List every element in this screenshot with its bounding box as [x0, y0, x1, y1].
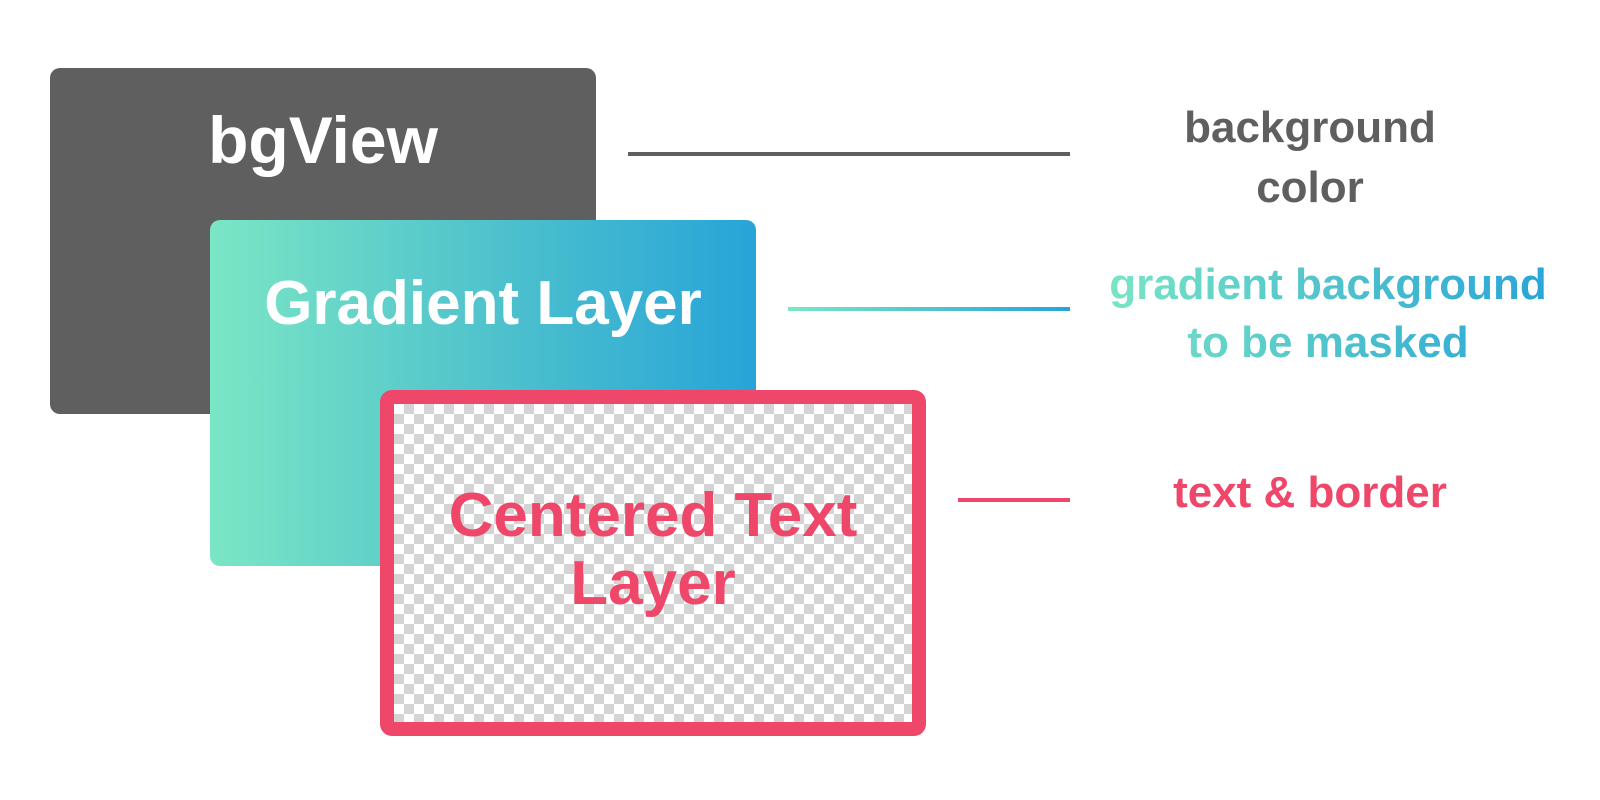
- text-border-label: text & border: [1173, 468, 1447, 517]
- bgview-layer-title: bgView: [208, 103, 438, 177]
- text-layer-title: Centered Text Layer: [448, 481, 858, 618]
- text-layer-card: Centered Text Layer: [380, 390, 926, 736]
- bgview-connector-line: [628, 152, 1070, 156]
- gradient-background-label: gradient background to be masked: [1098, 256, 1558, 372]
- background-color-label: background color: [1184, 103, 1436, 212]
- gradient-connector-line: [788, 307, 1070, 311]
- text-connector-line: [958, 498, 1070, 502]
- gradient-layer-title: Gradient Layer: [264, 269, 702, 338]
